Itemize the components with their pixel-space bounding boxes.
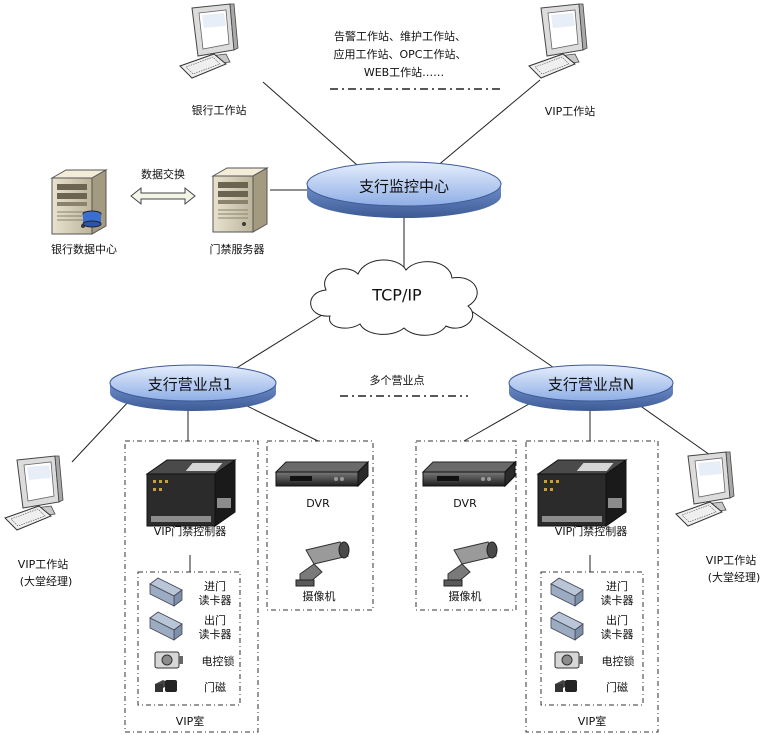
branchN-dvr-icon xyxy=(422,461,516,487)
branch1-workstation-label: VIP工作站 xyxy=(17,558,69,571)
branch1-room-label: VIP室 xyxy=(175,715,205,728)
branch1-exit-reader-l1: 出门 xyxy=(204,614,226,627)
branchN-controller-icon xyxy=(537,459,627,527)
branchN-entry-reader-icon xyxy=(550,577,584,607)
branchN-exit-reader-l2: 读卡器 xyxy=(600,628,634,641)
branch1-exit-reader-l2: 读卡器 xyxy=(198,628,232,641)
branchN-dvr-label: DVR xyxy=(453,497,477,510)
branchN-controller-label: VIP门禁控制器 xyxy=(554,525,628,538)
branch1-hub xyxy=(109,364,277,411)
bank-workstation-icon xyxy=(179,3,239,79)
branch1-entry-reader-l1: 进门 xyxy=(204,580,226,593)
branchN-lock-icon xyxy=(554,651,584,669)
multiple-points-label: 多个营业点 xyxy=(369,374,425,387)
branch1-camera-label: 摄像机 xyxy=(302,590,336,603)
branchN-workstation-sub: (大堂经理) xyxy=(707,571,761,584)
branch1-controller-label: VIP门禁控制器 xyxy=(153,525,227,538)
branch1-name: 支行营业点1 xyxy=(147,375,233,394)
data-exchange-label: 数据交换 xyxy=(141,168,185,181)
monitor-center-hub xyxy=(306,161,502,218)
other-workstations-line1: 告警工作站、维护工作站、 xyxy=(334,30,466,43)
other-workstations-line3: WEB工作站…… xyxy=(363,66,445,79)
branchN-workstation-icon xyxy=(675,451,735,527)
branch1-entry-reader-icon xyxy=(149,577,183,607)
vip-workstation-label: VIP工作站 xyxy=(544,105,596,118)
branch1-exit-reader-icon xyxy=(149,611,183,641)
branch1-dvr-icon xyxy=(275,461,369,487)
monitor-center-label: 支行监控中心 xyxy=(358,177,450,196)
branchN-workstation-label: VIP工作站 xyxy=(705,554,757,567)
tcpip-cloud xyxy=(310,259,478,336)
bank-workstation-label: 银行工作站 xyxy=(191,104,247,117)
bank-data-center-label: 银行数据中心 xyxy=(51,243,117,256)
branchN-entry-reader-l2: 读卡器 xyxy=(600,594,634,607)
branch1-entry-reader-l2: 读卡器 xyxy=(198,594,232,607)
branchN-exit-reader-icon xyxy=(550,611,584,641)
branch1-lock-icon xyxy=(154,651,184,669)
branchN-name: 支行营业点N xyxy=(547,375,635,394)
branchN-magnet-icon xyxy=(555,680,577,692)
branch1-controller-icon xyxy=(146,459,236,527)
branch1-workstation-icon xyxy=(4,455,64,531)
branchN-room-label: VIP室 xyxy=(577,715,607,728)
access-server-icon xyxy=(212,167,268,233)
branch1-magnet-label: 门磁 xyxy=(204,681,226,694)
branchN-lock-label: 电控锁 xyxy=(601,655,635,668)
access-server-label: 门禁服务器 xyxy=(209,243,265,256)
branchN-hub xyxy=(508,364,674,411)
branch1-magnet-icon xyxy=(155,680,177,692)
branchN-entry-reader-l1: 进门 xyxy=(606,580,628,593)
branchN-camera-icon xyxy=(443,541,498,587)
branchN-magnet-label: 门磁 xyxy=(606,681,628,694)
branch1-workstation-sub: (大堂经理) xyxy=(19,575,73,588)
branch1-dvr-label: DVR xyxy=(306,497,330,510)
vip-workstation-icon xyxy=(528,3,588,79)
branchN-camera-label: 摄像机 xyxy=(448,590,482,603)
other-workstations-line2: 应用工作站、OPC工作站、 xyxy=(333,48,467,61)
branch1-camera-icon xyxy=(295,541,350,587)
branchN-exit-reader-l1: 出门 xyxy=(606,614,628,627)
tcpip-label: TCP/IP xyxy=(372,285,422,305)
branch1-lock-label: 电控锁 xyxy=(201,655,235,668)
